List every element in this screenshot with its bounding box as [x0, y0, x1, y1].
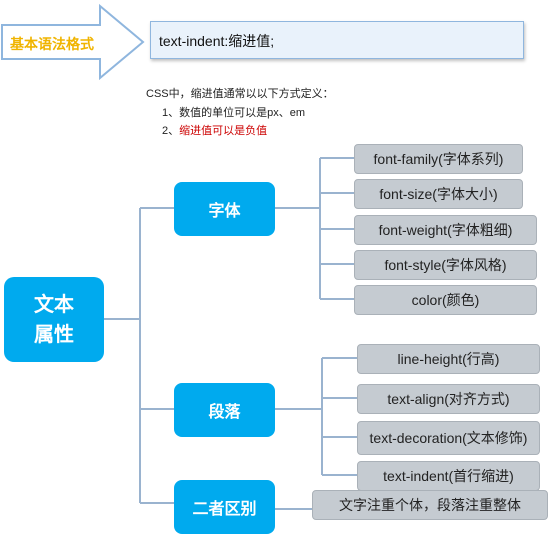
branch-paragraph: 段落	[174, 383, 275, 437]
note-item-2: 2、缩进值可以是负值	[162, 123, 267, 139]
root-node-label: 文本属性	[34, 293, 74, 346]
banner-arrow	[1, 3, 145, 80]
leaf-color: color(颜色)	[354, 285, 537, 315]
leaf-font-style: font-style(字体风格)	[354, 250, 537, 280]
leaf-text-align: text-align(对齐方式)	[357, 384, 540, 414]
leaf-text-indent: text-indent(首行缩进)	[357, 461, 540, 491]
note-item-2-number: 2、	[162, 125, 180, 137]
leaf-difference: 文字注重个体，段落注重整体	[312, 490, 548, 520]
leaf-font-family: font-family(字体系列)	[354, 144, 523, 174]
leaf-font-size: font-size(字体大小)	[354, 179, 523, 209]
branch-font: 字体	[174, 182, 275, 236]
banner-label: 基本语法格式	[10, 36, 94, 52]
root-node: 文本属性	[4, 277, 104, 362]
note-item-1: 1、数值的单位可以是px、em	[162, 107, 306, 119]
leaf-text-decoration: text-decoration(文本修饰)	[357, 421, 540, 455]
leaf-line-height: line-height(行高)	[357, 344, 540, 374]
leaf-font-weight: font-weight(字体粗细)	[354, 215, 537, 245]
branch-difference: 二者区别	[174, 480, 275, 534]
note-item-2-text: 缩进值可以是负值	[179, 125, 268, 137]
syntax-box: text-indent:缩进值;	[150, 21, 524, 59]
note-intro: CSS中，缩进值通常以以下方式定义：	[146, 88, 334, 100]
